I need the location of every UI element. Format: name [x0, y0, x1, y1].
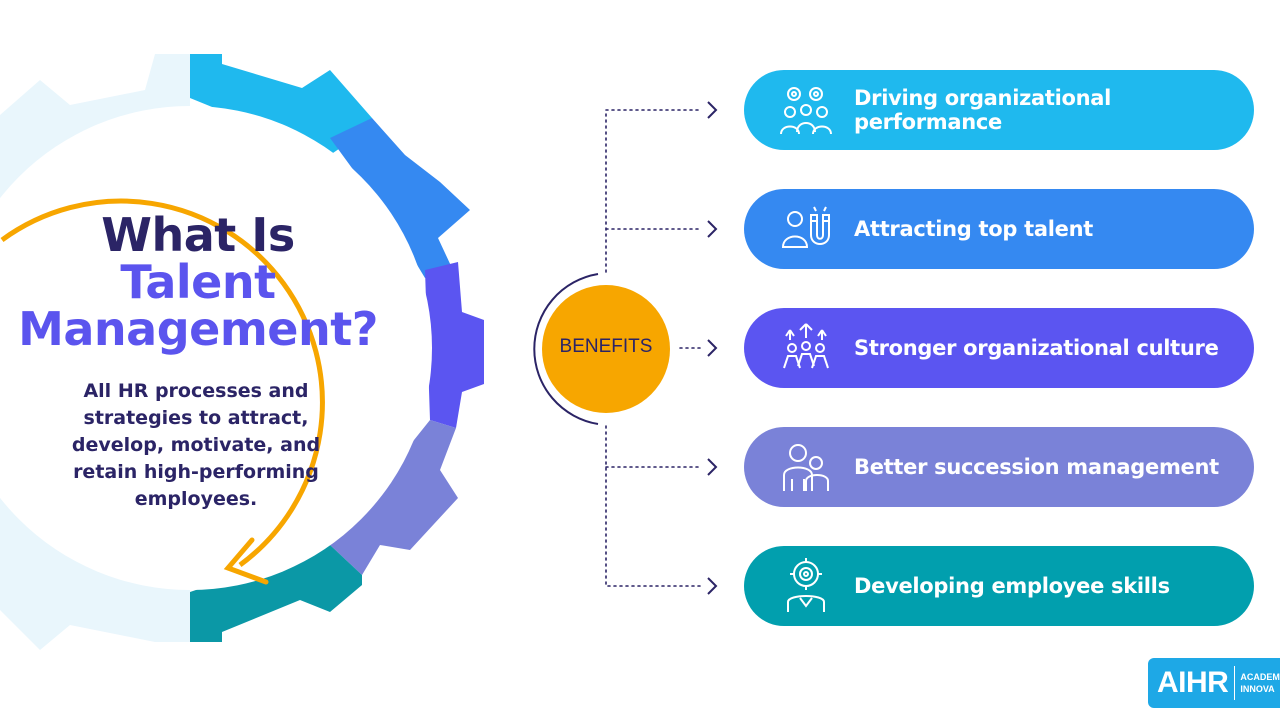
title-line-2: Talent: [120, 255, 276, 309]
description: All HR processes and strategies to attra…: [71, 380, 321, 510]
dotted-connectors: [605, 109, 701, 587]
benefits-label: BENEFITS: [559, 336, 653, 357]
succession-people-icon: [783, 444, 829, 491]
orange-arrowhead: [223, 537, 269, 585]
benefit-label: Stronger organizational culture: [854, 336, 1219, 360]
team-growth-icon: [783, 323, 829, 369]
magnet-person-icon: [781, 206, 830, 248]
benefit-pill-succession: Better succession management: [744, 427, 1254, 507]
benefits-circle: [542, 285, 670, 413]
gear-segment-1: [190, 54, 372, 155]
gear-segment-2: [330, 118, 470, 278]
benefit-label: Developing employee skills: [854, 574, 1170, 598]
logo-subtitle: ACADEM INNOVA: [1240, 671, 1280, 695]
title-line-1: What Is: [101, 208, 295, 262]
benefit-label: Better succession management: [854, 455, 1219, 479]
benefit-pill-culture: Stronger organizational culture: [744, 308, 1254, 388]
gear-segment-5: [190, 545, 362, 642]
orange-cycle-arrow: [0, 198, 325, 568]
benefit-pill-talent: Attracting top talent: [744, 189, 1254, 269]
benefit-label: Driving organizational performance: [854, 86, 1112, 134]
skill-target-icon: [787, 558, 825, 612]
gear-inner-circle: [0, 106, 432, 590]
title-block: What Is Talent Management?: [18, 212, 378, 353]
aihr-logo: AIHR ACADEM INNOVA: [1148, 658, 1280, 708]
benefit-label: Attracting top talent: [854, 217, 1093, 241]
logo-subtitle-line-2: INNOVA: [1240, 684, 1275, 694]
team-gears-icon: [780, 87, 832, 135]
benefit-pill-skills: Developing employee skills: [744, 546, 1254, 626]
logo-mark: AIHR: [1157, 666, 1229, 699]
logo-separator: [1234, 666, 1236, 700]
title-line-3: Management?: [18, 302, 378, 356]
logo-subtitle-line-1: ACADEM: [1240, 672, 1280, 682]
connector-chevrons: [707, 101, 718, 595]
benefits-outline-arc: [533, 273, 599, 425]
gear-segment-3: [425, 262, 484, 428]
benefit-pill-performance: Driving organizational performance: [744, 70, 1254, 150]
gear-segment-4: [330, 420, 458, 575]
